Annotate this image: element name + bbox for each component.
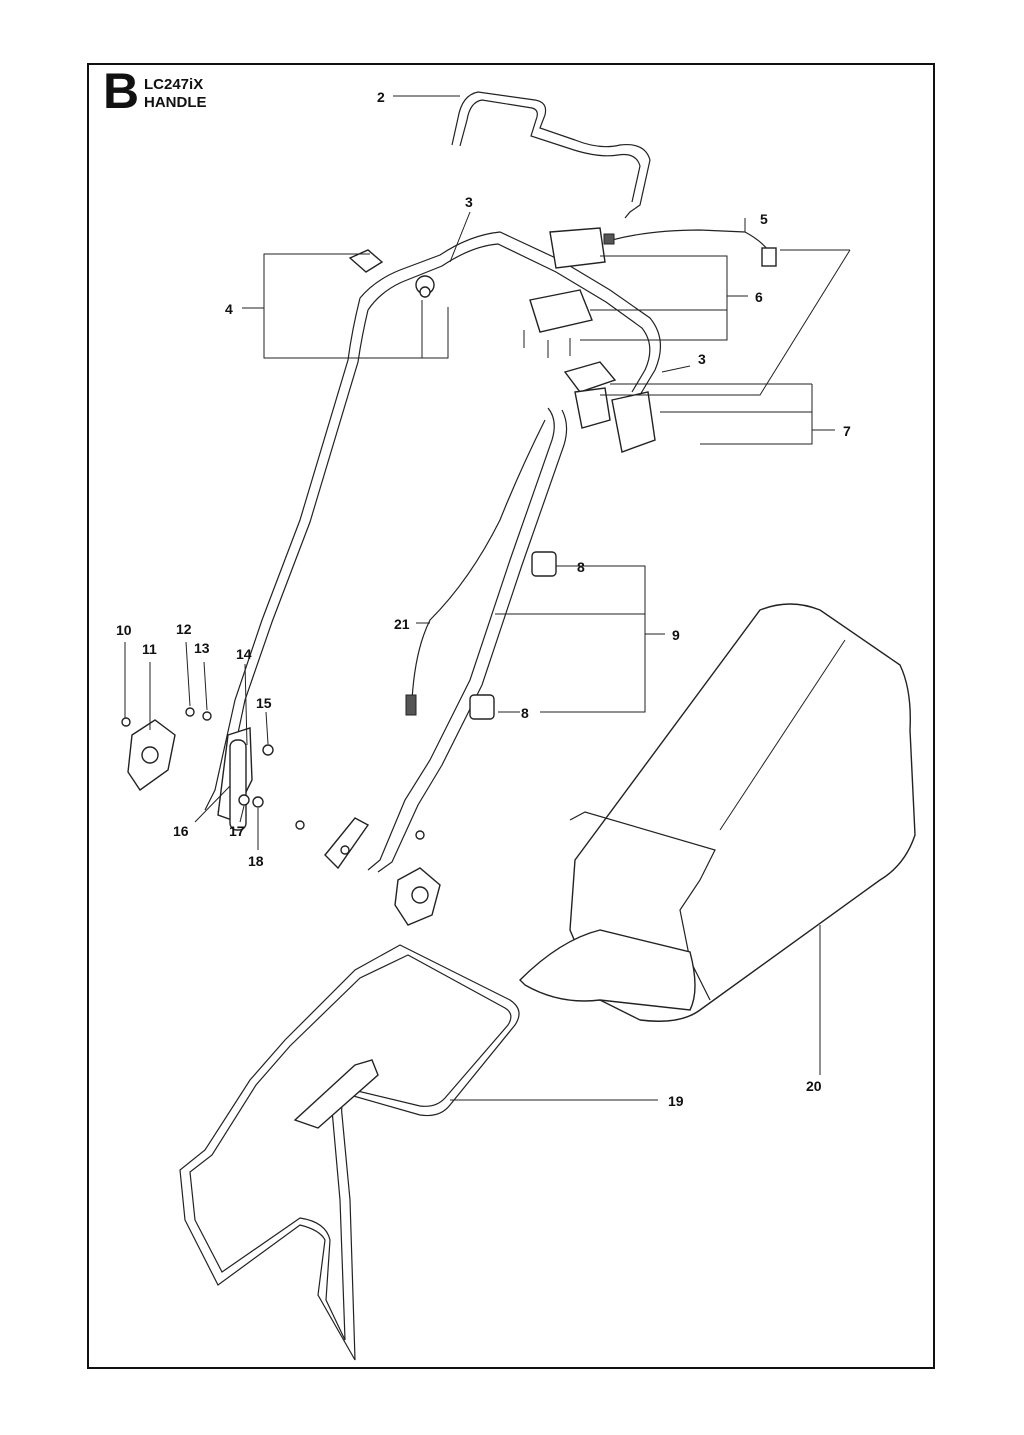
- callout-9: 9: [672, 627, 680, 643]
- bag-frame: [179, 944, 520, 1361]
- switch-box: [611, 391, 656, 453]
- callout-7: 7: [843, 423, 851, 439]
- lever-housing: [563, 361, 617, 393]
- callout-16: 16: [173, 823, 189, 839]
- callout-19: 19: [668, 1093, 684, 1109]
- cable: [411, 419, 546, 701]
- bolt-18: [252, 796, 264, 808]
- grass-bag-mouth: [519, 929, 696, 1011]
- cable-clip-upper: [531, 551, 557, 577]
- upper-handle-loop: [359, 231, 661, 396]
- control-housing-base: [529, 289, 593, 333]
- switch-cable: [611, 229, 769, 251]
- right-bolt: [295, 820, 305, 830]
- callout-17: 17: [229, 823, 245, 839]
- model-name: LC247iX: [144, 76, 204, 93]
- leader-lines: [124, 95, 851, 1101]
- callout-6: 6: [755, 289, 763, 305]
- callout-13: 13: [194, 640, 210, 656]
- bolt-15: [262, 744, 274, 756]
- diagram-frame: [87, 63, 935, 1369]
- switch-cable-plug: [603, 233, 615, 245]
- callout-10: 10: [116, 622, 132, 638]
- callout-11: 11: [142, 641, 157, 657]
- control-housing: [549, 227, 606, 269]
- callout-20: 20: [806, 1078, 822, 1094]
- right-nut: [415, 830, 425, 840]
- washer-13: [202, 711, 212, 721]
- callout-2: 2: [377, 89, 385, 105]
- switch-box-cover: [574, 387, 611, 429]
- grass-bag-seam: [719, 639, 846, 831]
- right-knob-center: [411, 886, 429, 904]
- left-handle-arm: [204, 297, 369, 813]
- washer-12: [185, 707, 195, 717]
- grass-bag: [569, 603, 916, 1022]
- callout-5: 5: [760, 211, 768, 227]
- cable-clip-lower: [469, 694, 495, 720]
- washer-17: [238, 794, 250, 806]
- joint-knob-upper-hole: [419, 286, 431, 298]
- callout-14: 14: [236, 646, 252, 662]
- slotted-plate: [229, 739, 247, 831]
- callout-15: 15: [256, 695, 272, 711]
- section-letter: B: [103, 63, 140, 119]
- callout-4: 4: [225, 301, 233, 317]
- left-knob-center: [141, 746, 159, 764]
- upper-handle-bar: [451, 91, 651, 219]
- callout-21: 21: [394, 616, 410, 632]
- right-bracket-plate: [324, 817, 370, 870]
- callout-3-upper: 3: [465, 194, 473, 210]
- switch-cable-end: [761, 247, 777, 267]
- callout-8-lower: 8: [521, 705, 529, 721]
- callout-8-upper: 8: [577, 559, 585, 575]
- cable-connector: [405, 694, 417, 716]
- callout-18: 18: [248, 853, 264, 869]
- callout-3-lower: 3: [698, 351, 706, 367]
- nut-10: [121, 717, 131, 727]
- right-washer: [340, 845, 350, 855]
- bag-frame-handle: [293, 1059, 379, 1129]
- clip-4: [348, 249, 384, 273]
- section-title: HANDLE: [144, 94, 207, 111]
- right-handle-arm: [367, 407, 568, 873]
- callout-12: 12: [176, 621, 192, 637]
